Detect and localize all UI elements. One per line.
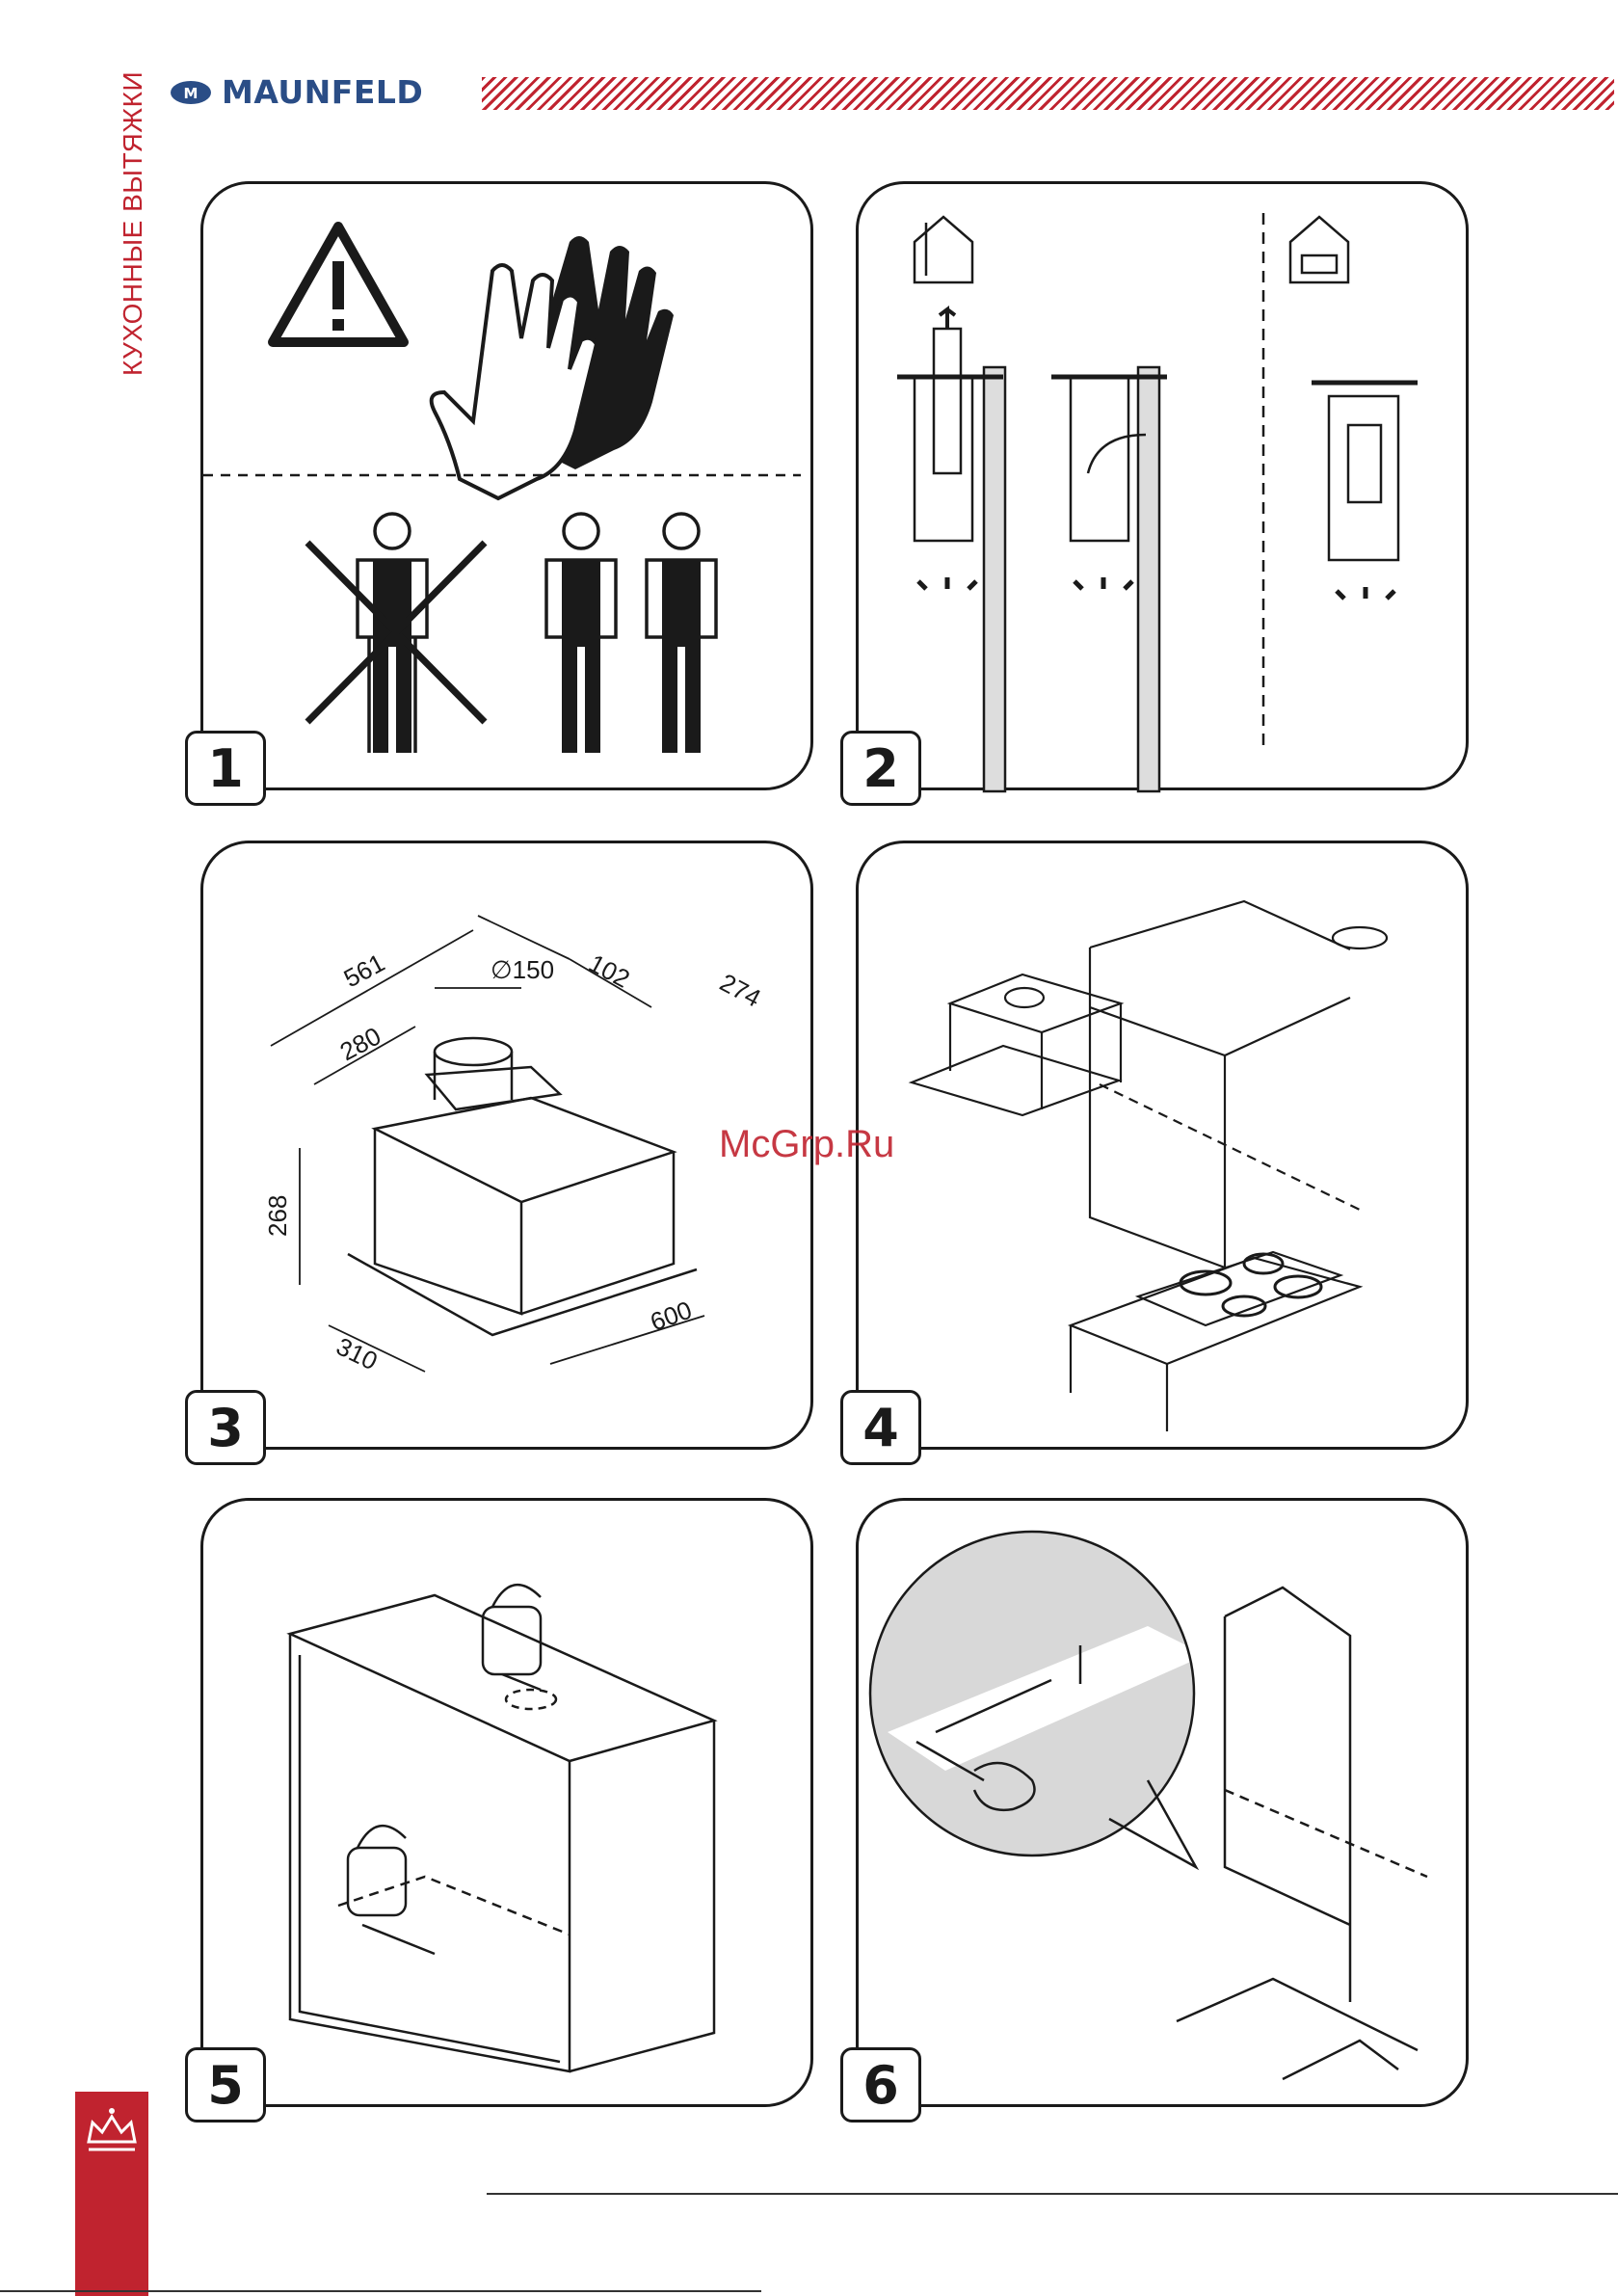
panel-number-3: 3 bbox=[185, 1390, 266, 1465]
dim-310: 310 bbox=[332, 1331, 382, 1375]
recirculation-mode-house-icon bbox=[1290, 217, 1348, 282]
svg-text:M: M bbox=[184, 85, 199, 102]
brand-name: MAUNFELD bbox=[222, 73, 423, 111]
footer-bottom-rule bbox=[0, 2290, 761, 2292]
hood-recirculation bbox=[1312, 383, 1418, 560]
header-hatch-stripe bbox=[482, 77, 1614, 110]
crown-icon bbox=[75, 2099, 148, 2167]
exhaust-mode-house-icon bbox=[915, 217, 972, 282]
panel-2 bbox=[856, 181, 1469, 790]
safety-illustration bbox=[203, 184, 816, 793]
dim-150: ∅150 bbox=[491, 955, 554, 984]
dim-280: 280 bbox=[335, 1021, 385, 1066]
two-workers-icon bbox=[546, 514, 716, 753]
panel-4 bbox=[856, 841, 1469, 1450]
panel-number-4: 4 bbox=[840, 1390, 921, 1465]
brand-logo: M MAUNFELD bbox=[170, 73, 423, 111]
cooktop-burners bbox=[1180, 1254, 1321, 1316]
installation-modes-illustration bbox=[859, 184, 1472, 793]
dim-102: 102 bbox=[584, 948, 634, 994]
footer-rule bbox=[487, 2193, 1618, 2195]
dim-600: 600 bbox=[647, 1295, 696, 1337]
panel-6 bbox=[856, 1498, 1469, 2107]
panel-number-5: 5 bbox=[185, 2047, 266, 2122]
dim-561: 561 bbox=[339, 948, 389, 993]
hood-vertical-duct bbox=[897, 329, 1005, 791]
jigsaw-top-icon bbox=[483, 1585, 541, 1690]
panel-number-6: 6 bbox=[840, 2047, 921, 2122]
hood-side-duct bbox=[1051, 367, 1167, 791]
hood-box-drawing bbox=[348, 1038, 697, 1335]
marking-drawing bbox=[859, 1501, 1472, 2110]
panel-number-1: 1 bbox=[185, 731, 266, 806]
panel-1 bbox=[200, 181, 813, 790]
brand-mark-icon: M bbox=[170, 80, 212, 105]
panel-number-2: 2 bbox=[840, 731, 921, 806]
gloves-icon bbox=[432, 236, 674, 498]
cabinet-cutting-drawing bbox=[203, 1501, 816, 2110]
side-title: КУХОННЫЕ ВЫТЯЖКИ bbox=[85, 77, 123, 386]
dim-268: 268 bbox=[263, 1195, 292, 1237]
watermark-text: McGrp.Ru bbox=[719, 1123, 894, 1166]
jigsaw-bottom-icon bbox=[348, 1826, 435, 1954]
crown-emblem-bar bbox=[75, 2092, 148, 2296]
dim-274: 274 bbox=[715, 968, 765, 1013]
panel-5 bbox=[200, 1498, 813, 2107]
kitchen-placement-drawing bbox=[859, 843, 1472, 1453]
